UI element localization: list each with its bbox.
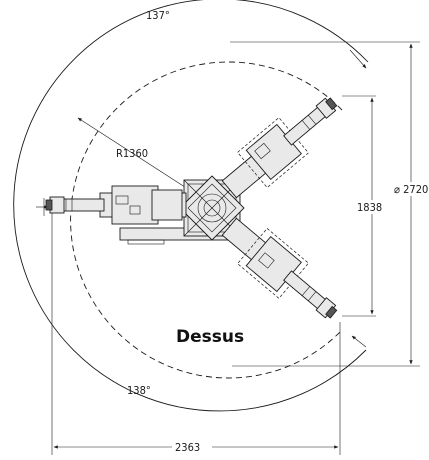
outer-reach-envelope (13, 0, 369, 412)
robot-arm-lower-right (221, 217, 338, 319)
robot-arm-left (45, 185, 187, 225)
angle-bottom-arrow (351, 335, 367, 348)
view-title: Dessus (176, 327, 244, 347)
radius-label: R1360 (116, 147, 148, 160)
width-span-label: 2363 (175, 441, 200, 454)
robot-arm-upper-right (221, 97, 338, 199)
inner-reach-circle (70, 61, 343, 379)
angle-top-arrow (349, 49, 367, 69)
height-span-label: 1838 (357, 201, 382, 214)
angle-top-label: 137° (146, 9, 170, 22)
angle-bottom-label: 138° (127, 384, 151, 397)
diameter-label: ⌀ 2720 (394, 183, 428, 196)
